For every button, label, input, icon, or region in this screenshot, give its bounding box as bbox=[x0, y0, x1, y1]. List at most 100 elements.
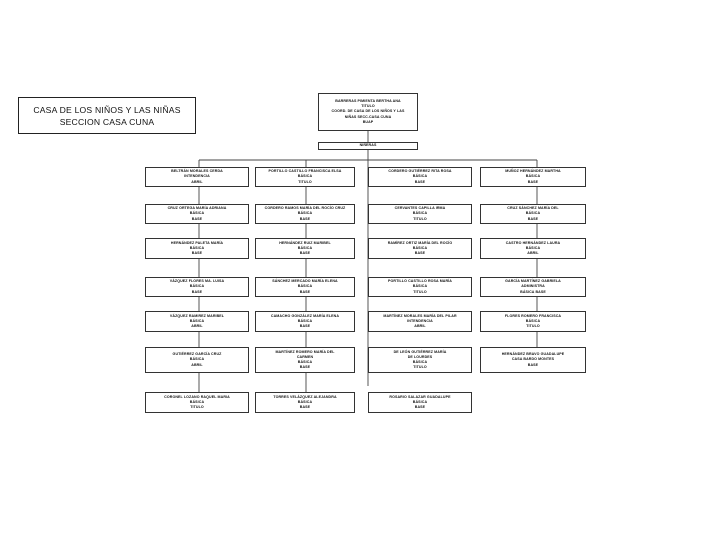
staff-box-line: HERNÁNDEZ BRAVO GUADALUPE bbox=[501, 352, 565, 357]
staff-box-line: CORDERO RAMOS MARÍA DEL ROCÍO CRUZ bbox=[264, 206, 346, 211]
staff-box-line: CAMACHO GONZÁLEZ MARÍA ELENA bbox=[270, 313, 340, 318]
staff-box-line: BÁSICA bbox=[525, 211, 541, 216]
staff-box-line: BÁSICA bbox=[297, 284, 313, 289]
staff-box-line: INTENDENCIA bbox=[407, 318, 433, 323]
staff-box-line: ABRIL bbox=[414, 324, 426, 329]
staff-box-line: ABRIL bbox=[191, 324, 203, 329]
staff-box-line: BASE bbox=[299, 405, 311, 410]
staff-box-line: VÁZQUEZ RAMIREZ MARIBEL bbox=[169, 313, 225, 318]
staff-box-line: CORDERO GUTIÉRREZ RITA ROSA bbox=[388, 169, 452, 174]
staff-box-line: BÁSICA BASE bbox=[520, 289, 546, 294]
staff-box-line: TITULO bbox=[190, 405, 204, 410]
staff-box-line: BÁSICA bbox=[297, 318, 313, 323]
coordinator-line: NIÑAS SECC.CASA CUNA bbox=[344, 114, 392, 119]
staff-box-line: SÁNCHEZ MERCADO MARÍA ELENA bbox=[272, 279, 338, 284]
staff-box-line: BASE bbox=[191, 251, 203, 256]
staff-box-line: BÁSICA bbox=[525, 245, 541, 250]
staff-box-line: BASE bbox=[414, 405, 426, 410]
staff-box-line: HERNÁNDEZ PALETA MARÍA bbox=[170, 240, 224, 245]
staff-box-line: BASE bbox=[299, 216, 311, 221]
coordinator-line: TITULO bbox=[361, 104, 375, 109]
staff-box-line: CASTRO HERNÁNDEZ LAURA bbox=[505, 240, 561, 245]
staff-box-line: CERVANTES CAPILLA IRMA bbox=[394, 206, 446, 211]
staff-box-line: BASE bbox=[527, 216, 539, 221]
title-line-2: SECCION CASA CUNA bbox=[59, 116, 155, 127]
staff-box-line: TORRES VELÁZQUEZ ALEJANDRA bbox=[273, 394, 337, 399]
staff-box-line: BÁSICA bbox=[412, 284, 428, 289]
staff-box-line: BÁSICA bbox=[189, 284, 205, 289]
staff-box-line: FLORES ROMERO FRANCISCA bbox=[504, 313, 562, 318]
staff-box-line: ROSARIO SALAZAR GUADALUPE bbox=[389, 394, 451, 399]
staff-box-line: CRUZ SÁNCHEZ MARÍA DEL bbox=[507, 206, 559, 211]
staff-box-line: BÁSICA bbox=[297, 174, 313, 179]
coordinator-line: BUAP bbox=[362, 119, 374, 124]
staff-box-line: BELTRÁN MORALES CERDA bbox=[171, 169, 223, 174]
title-box: CASA DE LOS NIÑOS Y LAS NIÑAS SECCION CA… bbox=[18, 97, 196, 134]
staff-box-line: BÁSICA bbox=[189, 318, 205, 323]
staff-box-line: BÁSICA bbox=[189, 399, 205, 404]
staff-box-line: BASE bbox=[527, 362, 539, 367]
staff-box-line: TITULO bbox=[298, 179, 312, 184]
staff-box-line: ABRIL bbox=[191, 179, 203, 184]
staff-box-line: BASE bbox=[299, 251, 311, 256]
staff-box-line: TITULO bbox=[413, 216, 427, 221]
coordinator-line: BARRERAS PIMIENTA BERTHA ANA bbox=[335, 98, 401, 103]
staff-box-line: BÁSICA bbox=[297, 360, 313, 364]
staff-box-line: BÁSICA bbox=[412, 360, 428, 364]
staff-box-line: BÁSICA bbox=[297, 245, 313, 250]
staff-box-line: CORONEL LOZANO RAQUEL MARIA bbox=[164, 394, 230, 399]
staff-box-line: INTENDENCIA bbox=[184, 174, 210, 179]
staff-box-line: BÁSICA bbox=[412, 399, 428, 404]
staff-box-line: ABRIL bbox=[191, 362, 203, 367]
staff-box-line: CARMEN bbox=[296, 354, 314, 359]
staff-box-line: MUÑOZ HERNÁNDEZ MARTHA bbox=[505, 169, 561, 174]
staff-box-line: TITULO bbox=[413, 365, 427, 370]
staff-box-line: TITULO bbox=[526, 324, 540, 329]
staff-box-line: CRUZ ORTEGA MARÍA ADRIANA bbox=[167, 206, 227, 211]
staff-box-line: DE LEÓN GUTIÉRREZ MARÍA bbox=[393, 349, 447, 354]
staff-box-line: RAMÍREZ ORTIZ MARÍA DEL ROCÍO bbox=[387, 240, 453, 245]
staff-box-line: MARTÍNEZ ROMERO MARÍA DEL bbox=[275, 349, 335, 354]
staff-box-line: BASE bbox=[299, 324, 311, 329]
staff-box-line: BASE bbox=[191, 216, 203, 221]
staff-box-line: TITULO bbox=[413, 289, 427, 294]
staff-box-line: PORTILLO CASTILLO ROSA MARÍA bbox=[388, 279, 452, 284]
staff-box-line: BASE bbox=[191, 289, 203, 294]
staff-box-line: PORTILLO CASTILLO FRANCISCA ELSA bbox=[268, 169, 342, 174]
staff-box-line: BÁSICA bbox=[297, 399, 313, 404]
title-line-1: CASA DE LOS NIÑOS Y LAS NIÑAS bbox=[33, 104, 181, 115]
staff-box-line: BÁSICA bbox=[189, 357, 205, 362]
staff-box-line: BASE bbox=[414, 179, 426, 184]
staff-box-line: BASE bbox=[414, 251, 426, 256]
staff-box-line: BÁSICA bbox=[525, 174, 541, 179]
staff-box-line: MARTÍNEZ MORALES MARÍA DEL PILAR bbox=[383, 313, 457, 318]
staff-box-line: VÁZQUEZ FLORES MA. LUISA bbox=[169, 279, 225, 284]
nineras-box: NIÑERAS bbox=[318, 142, 418, 150]
staff-box-line: BÁSICA bbox=[189, 245, 205, 250]
staff-box-line: DE LOURDES bbox=[407, 354, 433, 359]
staff-box-line: BÁSICA bbox=[412, 211, 428, 216]
coordinator-line: COORD. DE CASA DE LOS NIÑOS Y LAS bbox=[331, 109, 405, 114]
staff-box-line: BÁSICA bbox=[297, 211, 313, 216]
